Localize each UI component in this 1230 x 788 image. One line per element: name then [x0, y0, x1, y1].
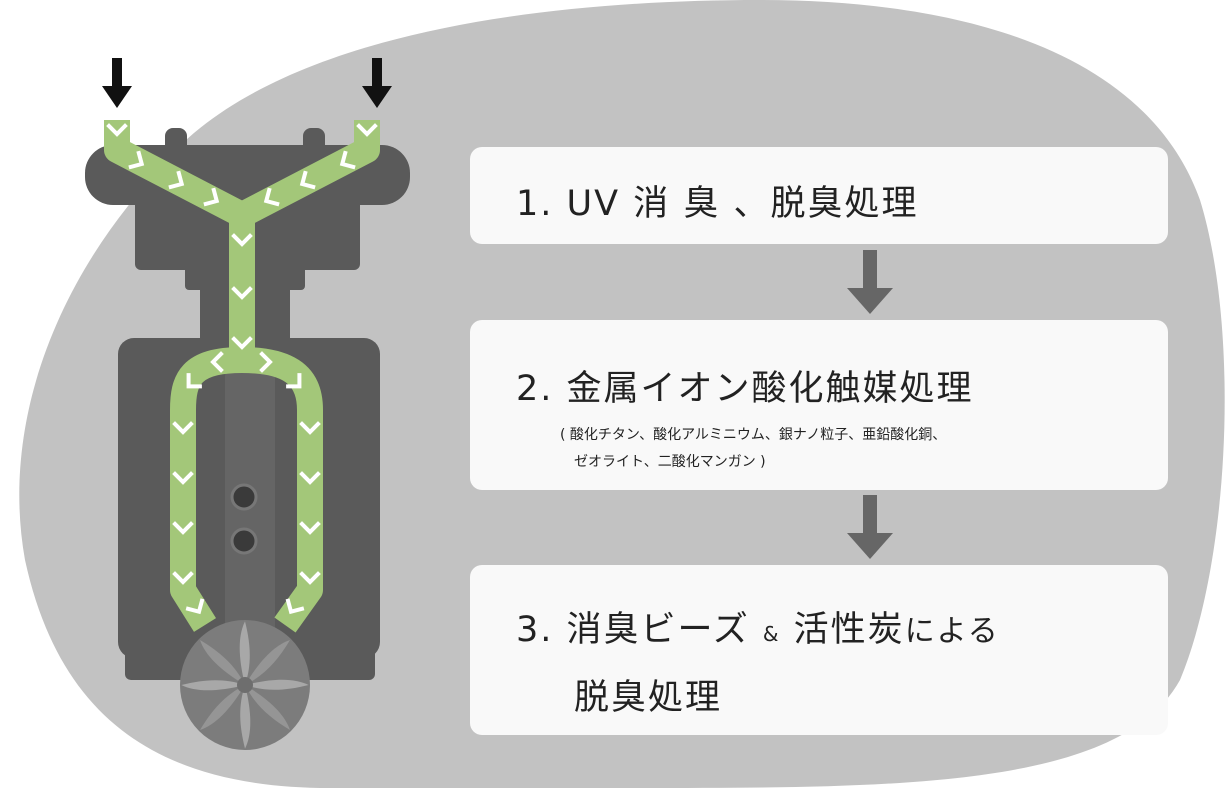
fan-blade: [239, 621, 250, 685]
step-subtext: ゼオライト、二酸化マンガン ): [574, 454, 766, 470]
step-subtext: ( 酸化チタン、酸化アルミニウム、銀ナノ粒子、亜鉛酸化銅、: [560, 427, 947, 443]
air-purifier-diagram: [85, 58, 410, 750]
arrow-down-icon: [362, 58, 392, 108]
arrow-down-icon: [847, 495, 893, 559]
chevron-icon: [172, 521, 194, 535]
fan-blade: [245, 640, 290, 685]
step-title: 1. UV 消 臭 、脱臭処理: [516, 184, 919, 224]
step-card-metal-ion: 2. 金属イオン酸化触媒処理 ( 酸化チタン、酸化アルミニウム、銀ナノ粒子、亜鉛…: [470, 320, 1168, 490]
chevron-icon: [172, 421, 194, 435]
chevron-icon: [285, 598, 305, 615]
chevron-icon: [299, 170, 316, 190]
fan-blade: [245, 685, 290, 730]
chevron-icon: [172, 471, 194, 485]
flow-chevrons: [106, 123, 378, 615]
chevron-icon: [299, 421, 321, 435]
chevron-icon: [299, 471, 321, 485]
fan-blade: [200, 685, 245, 730]
chevron-icon: [231, 233, 253, 247]
chevron-icon: [231, 286, 253, 300]
step-title-tail: による: [904, 614, 1000, 649]
fan-blade: [245, 679, 309, 690]
chevron-icon: [286, 373, 302, 389]
fan-blade: [200, 640, 245, 685]
fan-icon: [180, 620, 310, 750]
chevron-icon: [185, 598, 205, 615]
chevron-icon: [299, 571, 321, 585]
step-card-beads-carbon: 3. 消臭ビーズ & 活性炭による 脱臭処理: [470, 565, 1168, 735]
arrow-down-icon: [847, 250, 893, 314]
ampersand: &: [762, 622, 781, 646]
chevron-icon: [356, 123, 378, 137]
step-title: 3. 消臭ビーズ & 活性炭による: [516, 601, 1000, 652]
chevron-icon: [168, 170, 185, 190]
fan-blade: [181, 680, 245, 691]
chevron-icon: [106, 123, 128, 137]
step-title-line2: 脱臭処理: [574, 678, 723, 718]
chevron-icon: [128, 150, 145, 170]
step-title-part: 3. 消臭ビーズ: [516, 610, 750, 650]
step-card-uv: 1. UV 消 臭 、脱臭処理: [470, 147, 1168, 244]
chevron-icon: [259, 351, 273, 373]
fan-blade: [240, 685, 251, 749]
arrow-down-icon: [102, 58, 132, 108]
chevron-icon: [186, 373, 202, 389]
chevron-icon: [203, 187, 220, 207]
chevron-icon: [339, 150, 356, 170]
step-title-part: 活性炭: [793, 610, 905, 650]
step-title: 2. 金属イオン酸化触媒処理: [516, 369, 974, 409]
chevron-icon: [299, 521, 321, 535]
chevron-icon: [231, 336, 253, 350]
chevron-icon: [172, 571, 194, 585]
chevron-icon: [210, 351, 224, 373]
chevron-icon: [263, 187, 280, 207]
